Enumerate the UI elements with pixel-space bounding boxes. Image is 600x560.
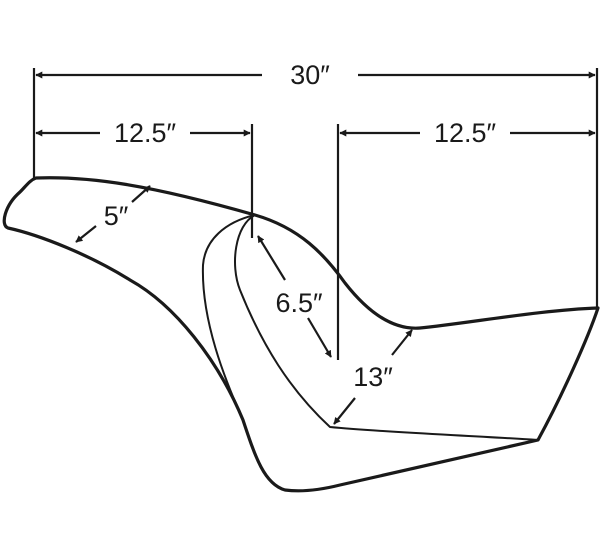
rider-depth-label: 6.5″: [275, 288, 323, 318]
rider-depth-arrow-lower: [307, 317, 332, 358]
seat-outline: [2, 176, 600, 493]
overall-length-label: 30″: [290, 60, 330, 90]
passenger-width-arrow-upper: [131, 185, 151, 203]
front-length-label: 12.5″: [114, 118, 177, 148]
rider-width-arrow-lower: [333, 397, 356, 425]
rider-seat-outline: [201, 214, 286, 491]
rider-width-arrow-upper: [391, 329, 413, 356]
passenger-width-arrow-lower: [75, 225, 97, 243]
passenger-width-label: 5″: [104, 201, 129, 231]
rider-depth-arrow-upper: [257, 235, 286, 281]
rear-length-label: 12.5″: [434, 118, 497, 148]
rider-seat-pocket: [234, 214, 539, 441]
rider-width-label: 13″: [353, 362, 393, 392]
